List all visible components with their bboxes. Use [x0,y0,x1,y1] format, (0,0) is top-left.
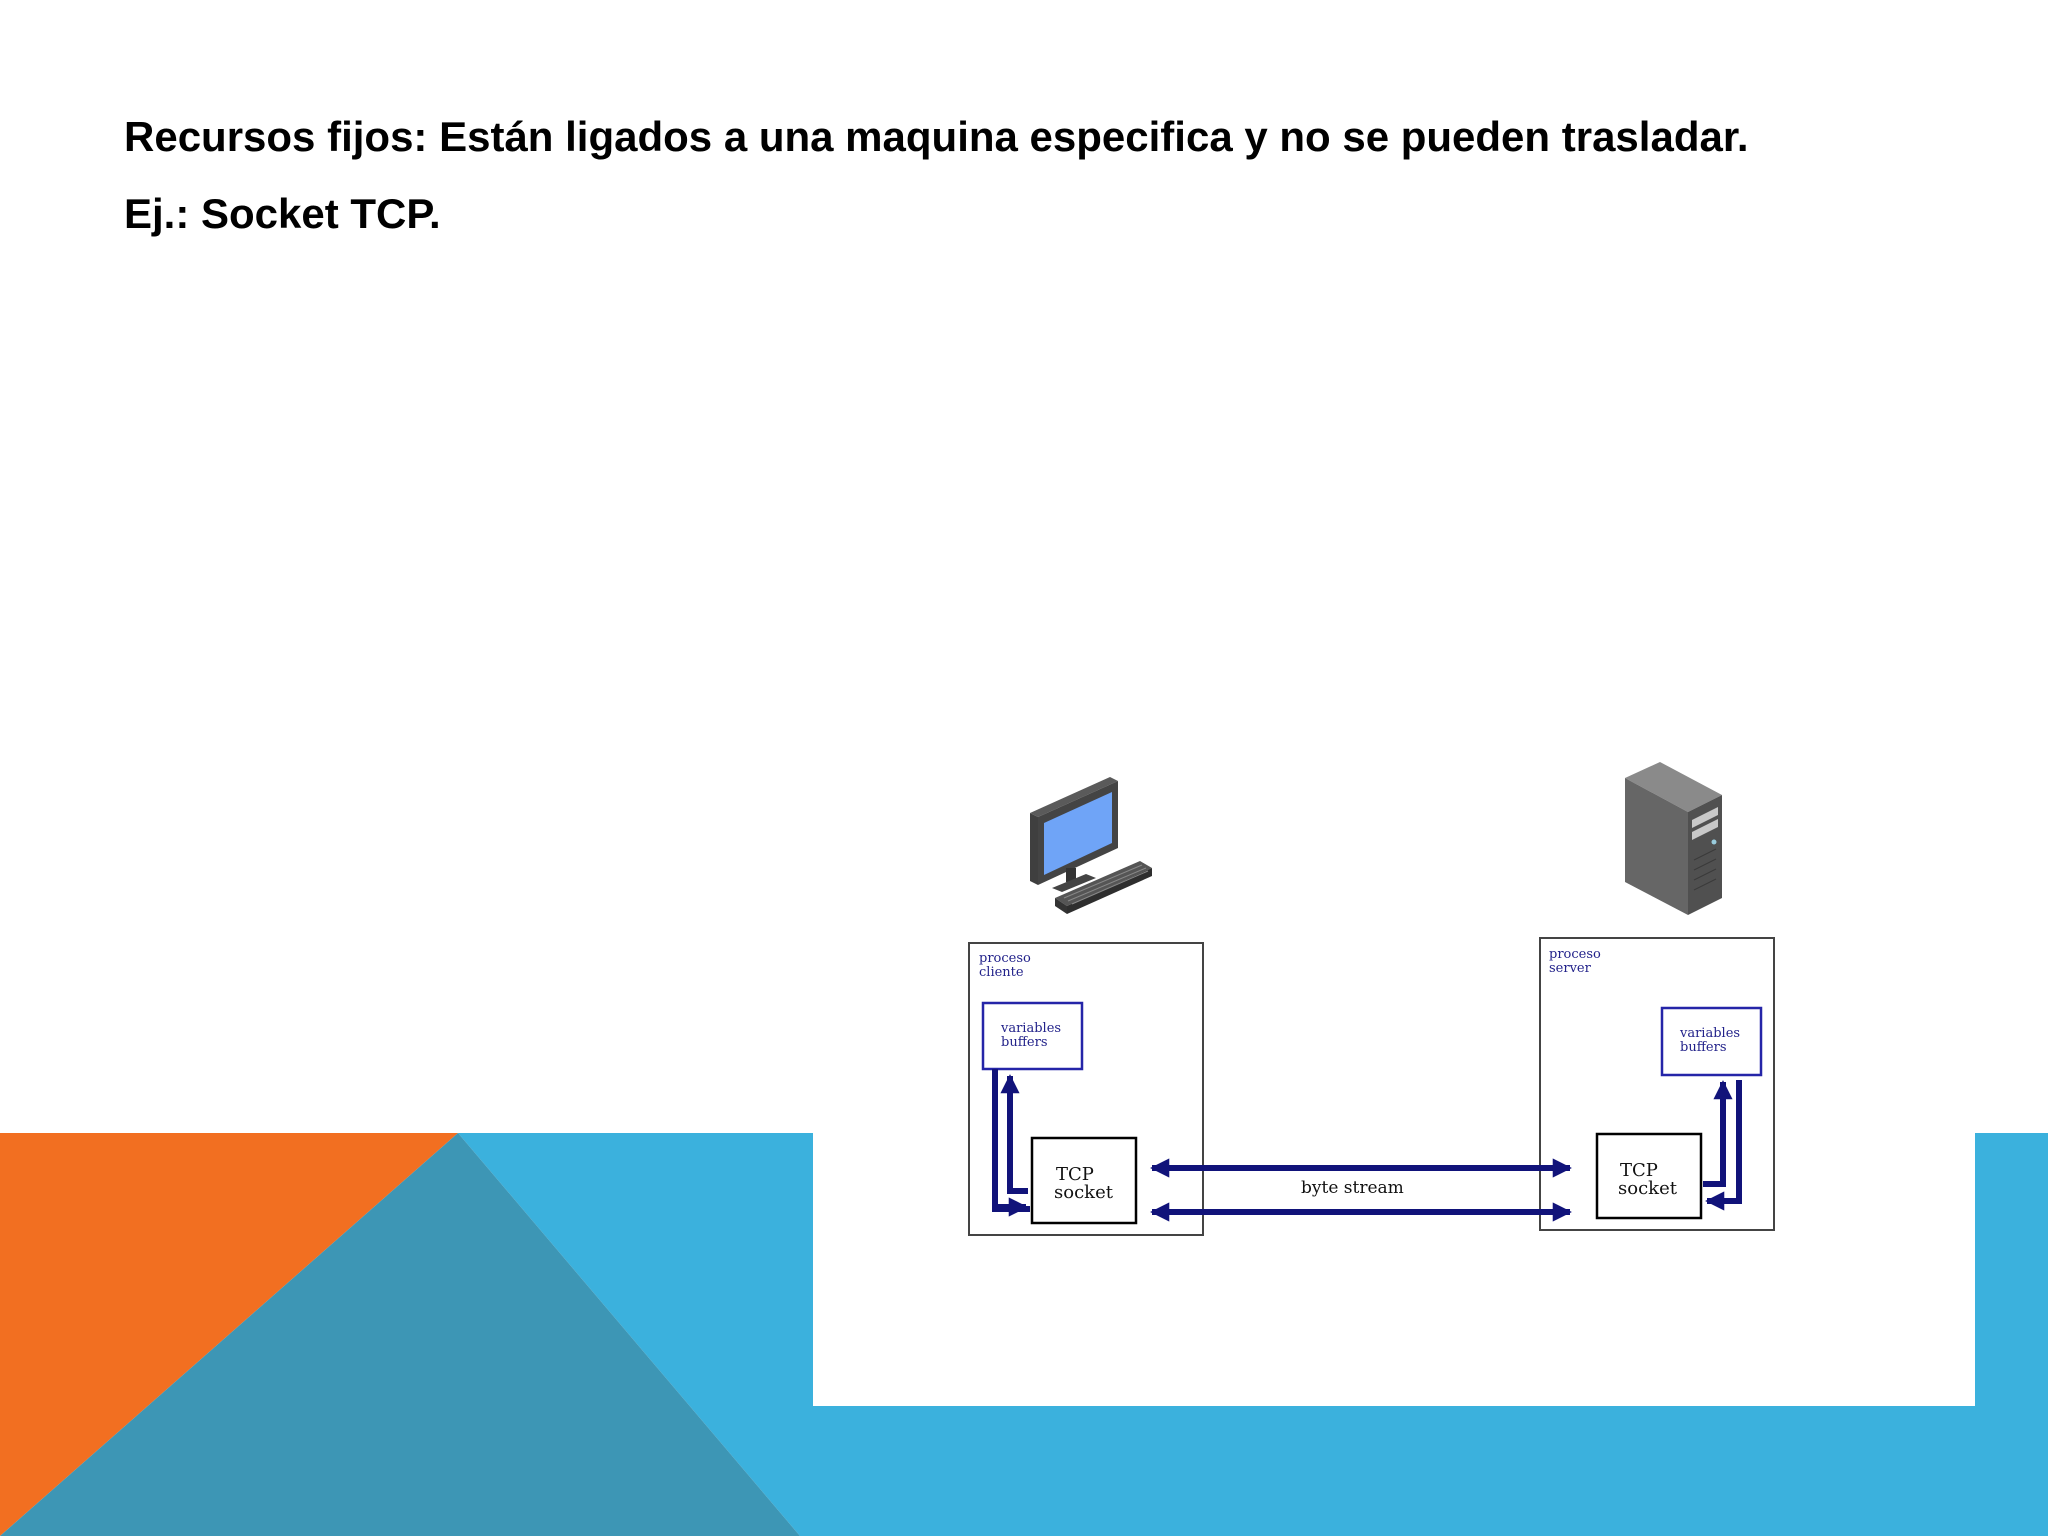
text-line-fixed-resources: Recursos fijos: Están ligados a una maqu… [124,113,1749,160]
server-variables-box [1660,1006,1763,1077]
dark-blue-triangle [0,1133,800,1536]
server-tower-icon [1625,762,1722,915]
client-arrow-paths [992,1072,1028,1217]
client-variables-label: variables buffers [1000,1021,1065,1050]
slide-body: Recursos fijos: Están ligados a una maqu… [124,98,1749,252]
byte-stream-label: byte stream [1301,1178,1404,1198]
server-arrow-paths [1703,1080,1742,1211]
byte-stream-arrows [1150,1158,1572,1222]
desktop-computer-icon [1030,777,1152,914]
text-line-example: Ej.: Socket TCP. [124,190,441,237]
client-variables-box [981,1001,1084,1071]
server-tcp-socket-box [1595,1132,1703,1220]
client-tcp-socket-label: TCP socket [1054,1164,1114,1203]
server-variables-label: variables buffers [1679,1026,1744,1055]
server-tcp-socket-label: TCP socket [1618,1160,1678,1199]
client-tcp-socket-box [1030,1136,1138,1225]
server-process-label: proceso server [1549,947,1605,976]
client-process-label: proceso cliente [979,951,1035,980]
